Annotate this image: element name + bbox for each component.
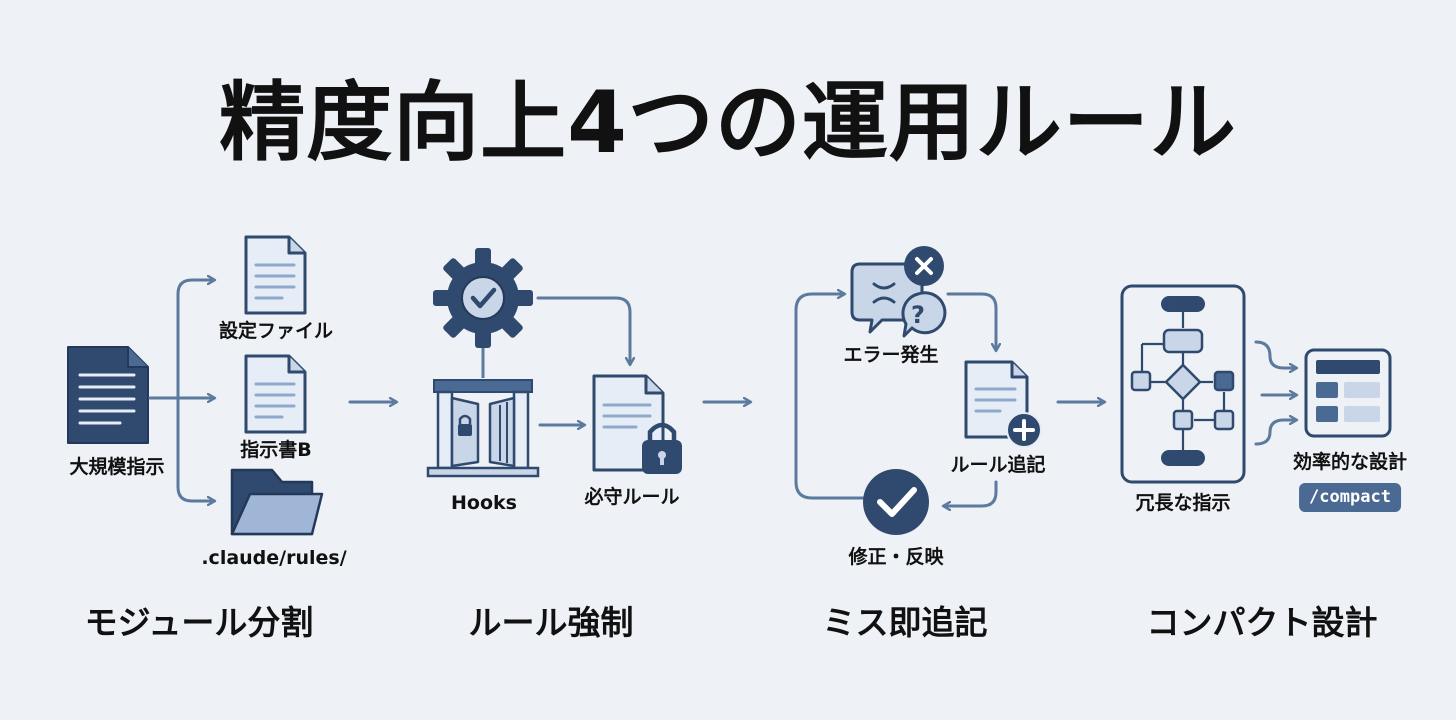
error-label: エラー発生 [843, 344, 939, 366]
locked-rule-doc-icon [592, 374, 682, 474]
efficient-label: 効率的な設計 [1292, 451, 1408, 473]
feedback-loop-connector [794, 294, 868, 500]
section-heading-rule-enforcement: ルール強制 [468, 603, 634, 642]
append-rule-label: ルール追記 [950, 454, 1046, 476]
large-instruction-doc-icon [67, 346, 149, 444]
compress-arrows-connector [1254, 340, 1296, 446]
fix-check-icon [863, 469, 929, 535]
redundant-flowchart-icon [1120, 284, 1246, 484]
section-heading-module-split: モジュール分割 [84, 603, 314, 642]
folder-icon [230, 468, 324, 536]
folder-path-label: .claude/rules/ [201, 547, 347, 569]
compact-command-badge: /compact [1299, 483, 1401, 512]
fix-label: 修正・反映 [848, 546, 944, 568]
append-to-fix-connector [944, 480, 998, 506]
error-to-append-connector [946, 292, 996, 350]
efficient-layout-icon [1304, 348, 1392, 438]
section-heading-immediate-append: ミス即追記 [822, 603, 988, 642]
config-file-label: 設定ファイル [218, 320, 334, 342]
append-rule-doc-icon [964, 360, 1042, 448]
large-instruction-label: 大規模指示 [69, 456, 165, 478]
gear-to-rule-connector [536, 296, 630, 364]
error-chat-icon: ? [850, 246, 947, 338]
instruction-file-label: 指示書B [240, 439, 312, 461]
mandatory-rule-label: 必守ルール [584, 486, 680, 508]
page-title: 精度向上4つの運用ルール [219, 73, 1237, 173]
config-file-icon [244, 235, 307, 315]
hooks-gate-icon [426, 379, 540, 478]
redundant-label: 冗長な指示 [1135, 492, 1231, 514]
instruction-file-icon [244, 354, 307, 434]
svg-text:?: ? [911, 301, 925, 329]
section-heading-compact-design: コンパクト設計 [1146, 603, 1378, 642]
hooks-label: Hooks [451, 492, 517, 514]
gear-check-icon [433, 248, 533, 348]
split-branch-connector [148, 280, 214, 501]
